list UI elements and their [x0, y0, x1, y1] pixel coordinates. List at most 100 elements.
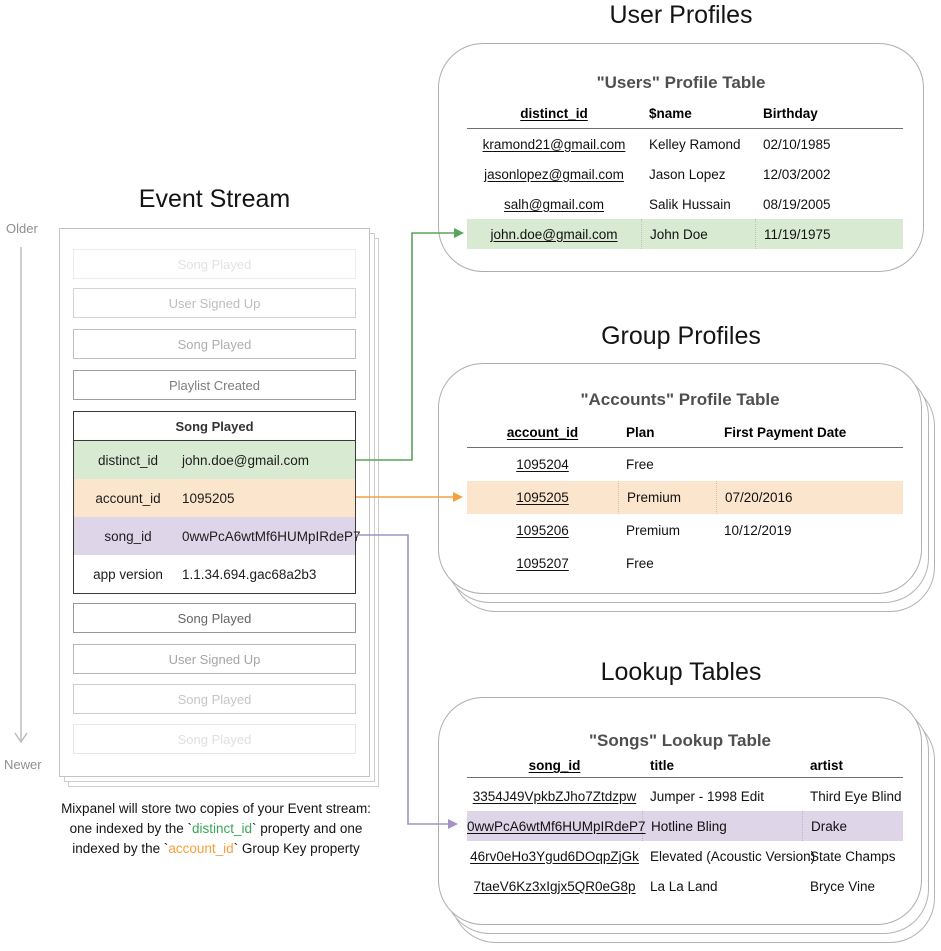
- caption-line: Mixpanel will store two copies of your E…: [61, 801, 371, 816]
- header-rule: [467, 447, 903, 448]
- songs-lookup-card: "Songs" Lookup Table song_id title artis…: [438, 697, 922, 925]
- event-row: User Signed Up: [73, 288, 356, 318]
- users-table-title: "Users" Profile Table: [596, 73, 766, 92]
- table-cell: 02/10/1985: [763, 136, 831, 152]
- table-row: jasonlopez@gmail.com Jason Lopez 12/03/2…: [467, 159, 903, 189]
- event-row: Song Played: [73, 724, 356, 754]
- table-row: 7taeV6Kz3xIgjx5QR0eG8p La La Land Bryce …: [467, 871, 903, 901]
- property-row-distinct-id: distinct_id john.doe@gmail.com: [74, 441, 355, 479]
- distinct-id-key: distinct_id: [191, 821, 253, 836]
- songs-table-header: song_id title artist: [467, 755, 903, 776]
- header-rule: [467, 128, 903, 129]
- property-row-account-id: account_id 1095205: [74, 479, 355, 517]
- table-cell: [716, 547, 903, 580]
- property-value: 1095205: [182, 490, 235, 506]
- event-stream-title: Event Stream: [138, 185, 291, 213]
- event-row: Song Played: [73, 603, 356, 633]
- selected-event-header: Song Played: [73, 411, 356, 441]
- table-cell: Hotline Bling: [642, 811, 802, 841]
- accounts-profile-card: "Accounts" Profile Table account_id Plan…: [438, 363, 922, 594]
- property-key: distinct_id: [97, 452, 159, 468]
- table-cell: Elevated (Acoustic Version): [650, 848, 816, 864]
- column-header: title: [650, 758, 675, 773]
- table-cell: 10/12/2019: [724, 523, 792, 538]
- property-row-song-id: song_id 0wwPcA6wtMf6HUMpIRdeP7: [74, 517, 361, 555]
- property-key: song_id: [104, 528, 152, 544]
- table-cell: 07/20/2016: [716, 481, 903, 514]
- table-cell: 1095204: [516, 457, 569, 472]
- property-value: 0wwPcA6wtMf6HUMpIRdeP7: [182, 528, 361, 544]
- table-cell: 0wwPcA6wtMf6HUMpIRdeP7: [467, 818, 646, 834]
- table-cell: 7taeV6Kz3xIgjx5QR0eG8p: [473, 878, 636, 894]
- table-row: 3354J49VpkbZJho7Ztdzpw Jumper - 1998 Edi…: [467, 781, 903, 811]
- column-header: First Payment Date: [724, 425, 847, 440]
- property-row-app-version: app version 1.1.34.694.gac68a2b3: [74, 555, 355, 593]
- caption-text: ` property and one: [252, 821, 363, 836]
- highlighted-table-row: 1095205 Premium 07/20/2016: [467, 481, 903, 514]
- table-cell: Third Eye Blind: [810, 788, 902, 804]
- user-profiles-title: User Profiles: [609, 1, 753, 29]
- table-cell: Drake: [802, 811, 903, 841]
- songs-table-title: "Songs" Lookup Table: [588, 731, 772, 750]
- table-cell: salh@gmail.com: [504, 196, 604, 212]
- caption-line: one indexed by the `distinct_id` propert…: [28, 819, 404, 839]
- table-cell: 1095206: [516, 523, 569, 538]
- column-header: Plan: [626, 425, 655, 440]
- accounts-table-header: account_id Plan First Payment Date: [467, 422, 903, 443]
- table-cell: 12/03/2002: [763, 166, 831, 182]
- event-row: Song Played: [73, 329, 356, 359]
- table-cell: Jason Lopez: [649, 166, 726, 182]
- caption: Mixpanel will store two copies of your E…: [28, 799, 404, 859]
- highlighted-table-row: john.doe@gmail.com John Doe 11/19/1975: [467, 219, 903, 249]
- event-stream-panel: Song Played User Signed Up Song Played P…: [59, 228, 370, 777]
- column-header: distinct_id: [520, 106, 588, 121]
- property-key: app version: [93, 566, 163, 582]
- table-cell: Salik Hussain: [649, 196, 731, 212]
- table-row: 1095207 Free: [467, 547, 903, 580]
- caption-text: one indexed by the `: [69, 821, 192, 836]
- event-row: Playlist Created: [73, 370, 356, 400]
- table-cell: State Champs: [810, 848, 896, 864]
- accounts-table-rows: 1095204 Free 1095205 Premium 07/20/2016 …: [467, 448, 903, 580]
- event-row: Song Played: [73, 249, 356, 279]
- column-header: artist: [810, 758, 844, 773]
- table-cell: Kelley Ramond: [649, 136, 741, 152]
- header-rule: [467, 777, 903, 778]
- table-cell: 1095205: [516, 490, 569, 505]
- selected-event-properties: distinct_id john.doe@gmail.com account_i…: [73, 441, 361, 594]
- table-cell: [716, 448, 903, 481]
- column-header: account_id: [506, 425, 579, 440]
- table-cell: 46rv0eHo3Ygud6DOqpZjGk: [470, 848, 639, 864]
- table-cell: Free: [626, 556, 654, 571]
- column-header: $name: [649, 106, 692, 121]
- account-id-key: account_id: [168, 841, 234, 856]
- accounts-table-title: "Accounts" Profile Table: [580, 390, 780, 409]
- property-key: account_id: [95, 490, 161, 506]
- users-table-header: distinct_id $name Birthday: [467, 103, 903, 124]
- table-cell: 1095207: [516, 556, 569, 571]
- table-cell: jasonlopez@gmail.com: [484, 166, 624, 182]
- table-row: 1095206 Premium 10/12/2019: [467, 514, 903, 547]
- table-cell: Jumper - 1998 Edit: [650, 788, 765, 804]
- table-cell: john.doe@gmail.com: [490, 226, 618, 242]
- timeline-arrow: [14, 247, 28, 744]
- column-header: Birthday: [763, 106, 818, 121]
- newer-label: Newer: [4, 757, 42, 772]
- table-cell: 3354J49VpkbZJho7Ztdzpw: [472, 788, 637, 804]
- users-profile-card: "Users" Profile Table distinct_id $name …: [438, 43, 924, 272]
- table-cell: 08/19/2005: [763, 196, 831, 212]
- table-cell: Premium: [626, 523, 681, 538]
- caption-line: indexed by the `account_id` Group Key pr…: [28, 839, 404, 859]
- highlighted-table-row: 0wwPcA6wtMf6HUMpIRdeP7 Hotline Bling Dra…: [467, 811, 903, 841]
- caption-text: ` Group Key property: [233, 841, 360, 856]
- table-cell: Free: [626, 457, 654, 472]
- table-cell: 11/19/1975: [755, 219, 903, 249]
- table-row: 46rv0eHo3Ygud6DOqpZjGk Elevated (Acousti…: [467, 841, 903, 871]
- group-profiles-title: Group Profiles: [601, 322, 761, 350]
- older-label: Older: [6, 221, 38, 236]
- songs-table-rows: 3354J49VpkbZJho7Ztdzpw Jumper - 1998 Edi…: [467, 781, 903, 901]
- table-cell: La La Land: [650, 878, 718, 894]
- property-value: 1.1.34.694.gac68a2b3: [182, 566, 317, 582]
- event-row: Song Played: [73, 684, 356, 714]
